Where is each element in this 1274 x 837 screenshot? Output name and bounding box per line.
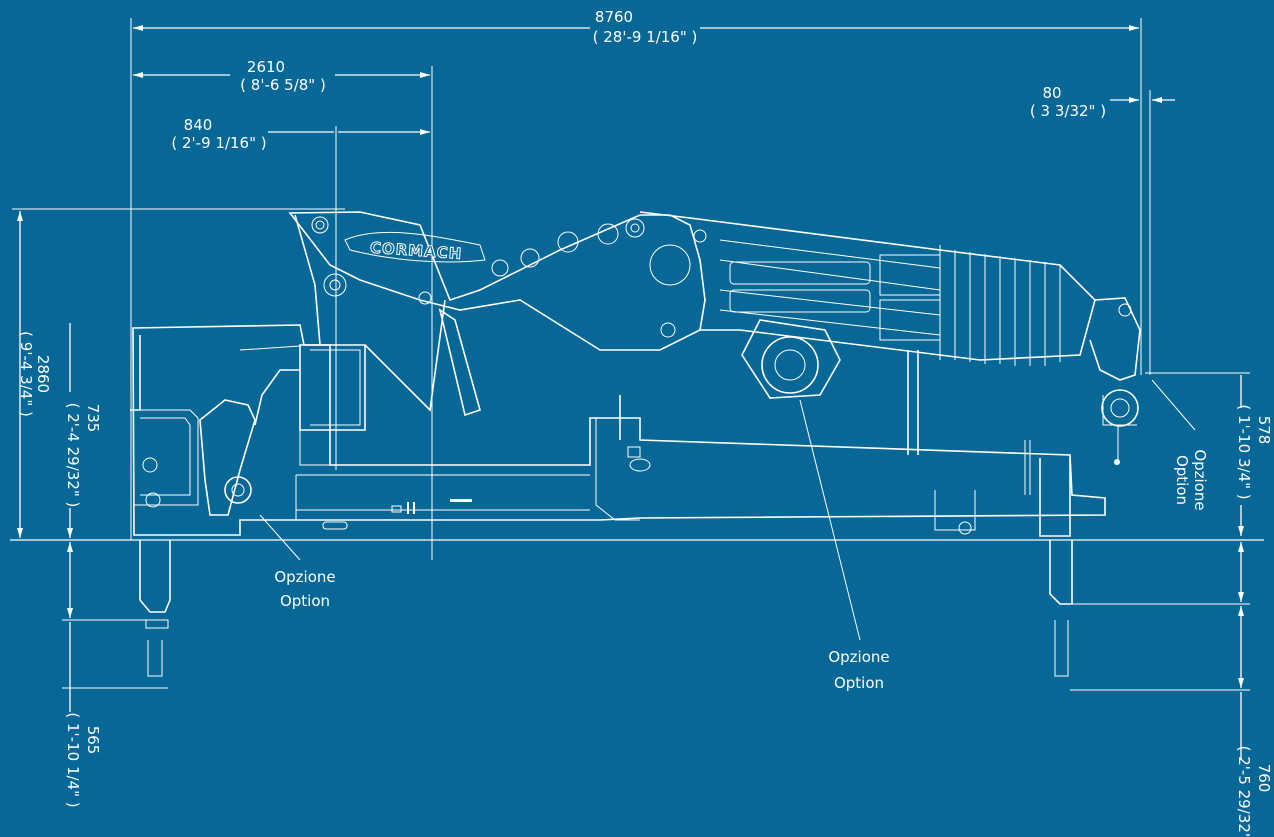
dim-base-height-imperial: ( 2'-4 29/32" ) [64, 403, 82, 508]
option-right-it: Opzione [1191, 449, 1209, 510]
dim-total-length-mm: 8760 [595, 8, 633, 26]
dim-front-stabilizer-mm: 565 [84, 726, 102, 755]
dim-base-to-column-mm: 2610 [247, 58, 285, 76]
crane-body [130, 211, 1141, 677]
option-left-it: Opzione [274, 568, 335, 586]
dim-column-offset-mm: 840 [184, 116, 213, 134]
option-right-en: Option [1173, 455, 1191, 505]
dimension-lines [10, 18, 1264, 760]
option-leaders [259, 379, 1196, 641]
dimension-labels: 8760 ( 28'-9 1/16" ) 2610 ( 8'-6 5/8" ) … [17, 8, 1273, 837]
dim-rear-stabilizer-mm: 760 [1255, 764, 1273, 793]
option-labels: Opzione Option Opzione Option Opzione Op… [274, 449, 1209, 692]
option-center-en: Option [834, 674, 884, 692]
dim-rear-stabilizer-imperial: ( 2'-5 29/32" ) [1235, 746, 1253, 837]
dim-total-height-imperial: ( 9'-4 3/4" ) [17, 331, 35, 417]
option-center-it: Opzione [828, 648, 889, 666]
brand-logo: CORMACH [369, 239, 462, 263]
dim-total-length-imperial: ( 28'-9 1/16" ) [593, 28, 698, 46]
dim-front-stabilizer-imperial: ( 1'-10 1/4" ) [64, 712, 82, 807]
dim-base-height-mm: 735 [84, 404, 102, 433]
option-left-en: Option [280, 592, 330, 610]
dim-hook-height-imperial: ( 1'-10 3/4" ) [1235, 404, 1253, 499]
dim-hook-height-mm: 578 [1255, 416, 1273, 445]
dim-hook-offset-mm: 80 [1042, 84, 1061, 102]
dim-hook-offset-imperial: ( 3 3/32" ) [1030, 102, 1106, 120]
dim-base-to-column-imperial: ( 8'-6 5/8" ) [240, 76, 326, 94]
dim-total-height-mm: 2860 [34, 355, 52, 393]
dim-column-offset-imperial: ( 2'-9 1/16" ) [171, 134, 266, 152]
